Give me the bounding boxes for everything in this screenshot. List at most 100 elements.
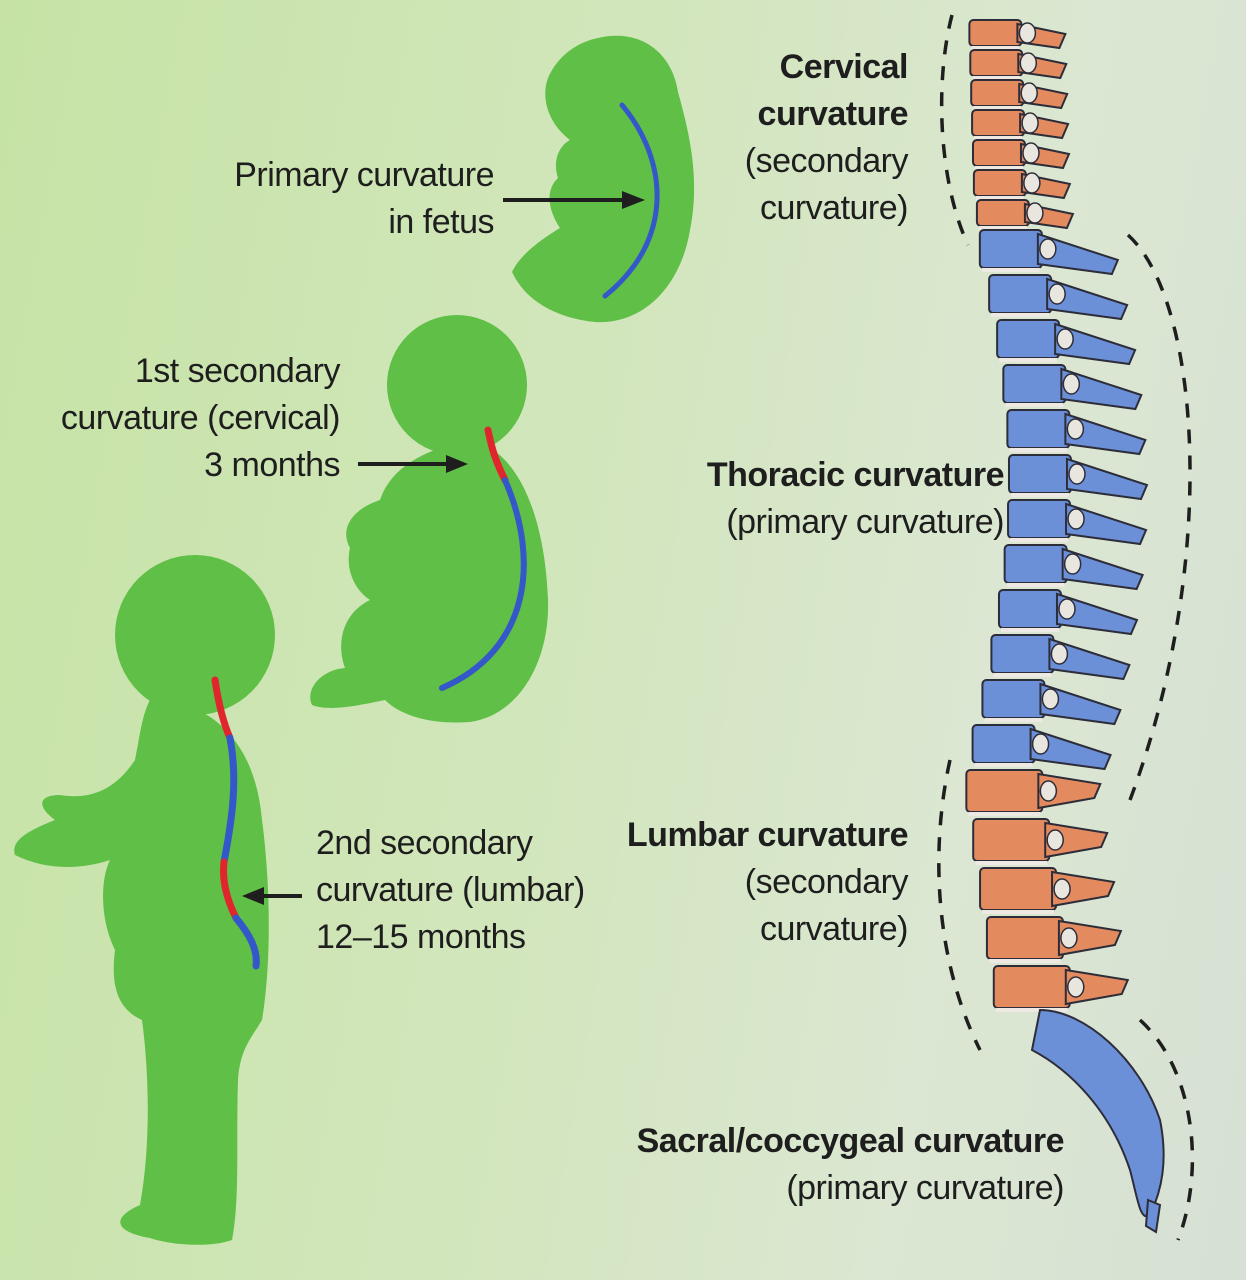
label-second-secondary-curvature: 2nd secondary curvature (lumbar) 12–15 m…	[316, 824, 585, 956]
intervertebral-disc	[1010, 538, 1069, 542]
label-sacral-coccygeal-curvature: Sacral/coccygeal curvature (primary curv…	[636, 1122, 1065, 1207]
thoracic-spinous-process	[1055, 592, 1139, 636]
lumbar-spinous-process	[1044, 821, 1109, 859]
toddler-cervical-curve	[211, 676, 234, 742]
intervertebral-disc	[993, 673, 1052, 677]
thoracic-bracket	[1126, 233, 1192, 801]
coccyx	[1144, 1198, 1162, 1234]
articular-facet	[1039, 780, 1058, 802]
thoracic-spinous-process	[1065, 502, 1148, 546]
articular-facet	[1050, 643, 1069, 665]
intervertebral-disc	[968, 812, 1041, 816]
intervertebral-disc	[988, 959, 1061, 963]
lumbar-vertebra-body	[979, 867, 1058, 911]
articular-facet	[1056, 328, 1074, 350]
articular-facet	[1048, 283, 1066, 305]
thoracic-vertebra-body	[997, 589, 1062, 629]
articular-facet	[1060, 927, 1078, 949]
thoracic-spinous-process	[1039, 682, 1122, 726]
thoracic-vertebra-body	[978, 229, 1043, 269]
label-thoracic-curvature: Thoracic curvature (primary curvature)	[706, 456, 1005, 541]
lumbar-spinous-process	[1057, 919, 1123, 957]
articular-facet	[1066, 418, 1085, 440]
articular-facet	[1026, 202, 1044, 224]
articular-facet	[1039, 238, 1057, 260]
articular-facet	[1019, 52, 1038, 74]
toddler-thoracic-curve	[220, 734, 238, 866]
thoracic-vertebra-body	[1003, 544, 1068, 584]
infant-silhouette	[310, 315, 549, 723]
arrow-toddler	[242, 887, 302, 905]
label-cervical-curvature: Cervical curvature (secondary curvature)	[744, 48, 909, 227]
thoracic-spinous-process	[1065, 457, 1149, 501]
lumbar-vertebra-body	[972, 818, 1051, 862]
articular-facet	[1053, 878, 1071, 900]
intervertebral-disc	[974, 763, 1033, 767]
label-primary-curvature-fetus: Primary curvature in fetus	[234, 156, 494, 241]
thoracic-spinous-process	[1029, 727, 1112, 771]
lumbar-spinous-process	[1064, 968, 1130, 1006]
intervertebral-disc	[984, 718, 1043, 722]
sacral-bracket	[1138, 1018, 1195, 1241]
thoracic-spinous-process	[1064, 412, 1147, 456]
thoracic-spinous-process	[1046, 277, 1129, 321]
lumbar-spinous-process	[1051, 870, 1116, 908]
intervertebral-disc	[1010, 493, 1069, 497]
cervical-vertebra-body	[970, 79, 1025, 107]
thoracic-vertebra-body	[1006, 409, 1071, 449]
lumbar-bracket	[937, 759, 982, 1051]
intervertebral-disc	[974, 136, 1023, 140]
fetus-primary-curve	[602, 102, 660, 299]
articular-facet	[1023, 172, 1041, 194]
articular-facet	[1046, 829, 1064, 851]
intervertebral-disc	[982, 910, 1055, 914]
thoracic-vertebra-body	[990, 634, 1055, 674]
cervical-bracket	[939, 14, 970, 246]
cervical-vertebra-body	[969, 49, 1024, 77]
articular-facet	[1067, 976, 1085, 998]
thoracic-spinous-process	[1048, 637, 1131, 681]
thoracic-spinous-process	[1054, 322, 1137, 366]
lumbar-spinous-process	[1037, 772, 1102, 810]
lumbar-vertebra-body	[985, 916, 1064, 960]
cervical-vertebra-body	[971, 109, 1026, 137]
thoracic-vertebra-body	[971, 724, 1036, 764]
articular-facet	[1021, 112, 1039, 134]
fetus-silhouette	[512, 35, 695, 323]
intervertebral-disc	[1000, 628, 1059, 632]
cervical-vertebra-body	[968, 19, 1023, 47]
articular-facet	[1020, 82, 1038, 104]
articular-facet	[1058, 598, 1076, 620]
thoracic-vertebra-body	[1002, 364, 1067, 404]
articular-facet	[1022, 142, 1040, 164]
thoracic-vertebra-body	[996, 319, 1061, 359]
articular-facet	[1068, 463, 1086, 485]
thoracic-spinous-process	[1060, 367, 1143, 411]
toddler-sacral-curve	[232, 914, 260, 970]
articular-facet	[1041, 688, 1060, 710]
thoracic-vertebra-body	[981, 679, 1046, 719]
articular-facet	[1018, 22, 1037, 44]
arrow-infant	[358, 455, 468, 473]
toddler-lumbar-curve	[220, 858, 240, 922]
intervertebral-disc	[999, 358, 1058, 362]
vertebral-column	[965, 19, 1149, 1012]
cervical-vertebra-body	[975, 199, 1030, 227]
intervertebral-disc	[995, 1008, 1068, 1012]
infant-thoracic-curve	[439, 477, 527, 691]
thoracic-vertebra-body	[1007, 499, 1072, 539]
cervical-vertebra-body	[971, 139, 1026, 167]
intervertebral-disc	[975, 861, 1048, 865]
articular-facet	[1031, 733, 1050, 755]
thoracic-vertebra-body	[988, 274, 1053, 314]
articular-facet	[1062, 373, 1081, 395]
lumbar-vertebra-body	[992, 965, 1071, 1009]
intervertebral-disc	[981, 268, 1040, 272]
intervertebral-disc	[974, 166, 1023, 170]
thoracic-spinous-process	[1061, 547, 1144, 591]
intervertebral-disc	[1006, 583, 1065, 587]
thoracic-spinous-process	[1036, 232, 1120, 276]
cervical-vertebra-body	[972, 169, 1027, 197]
